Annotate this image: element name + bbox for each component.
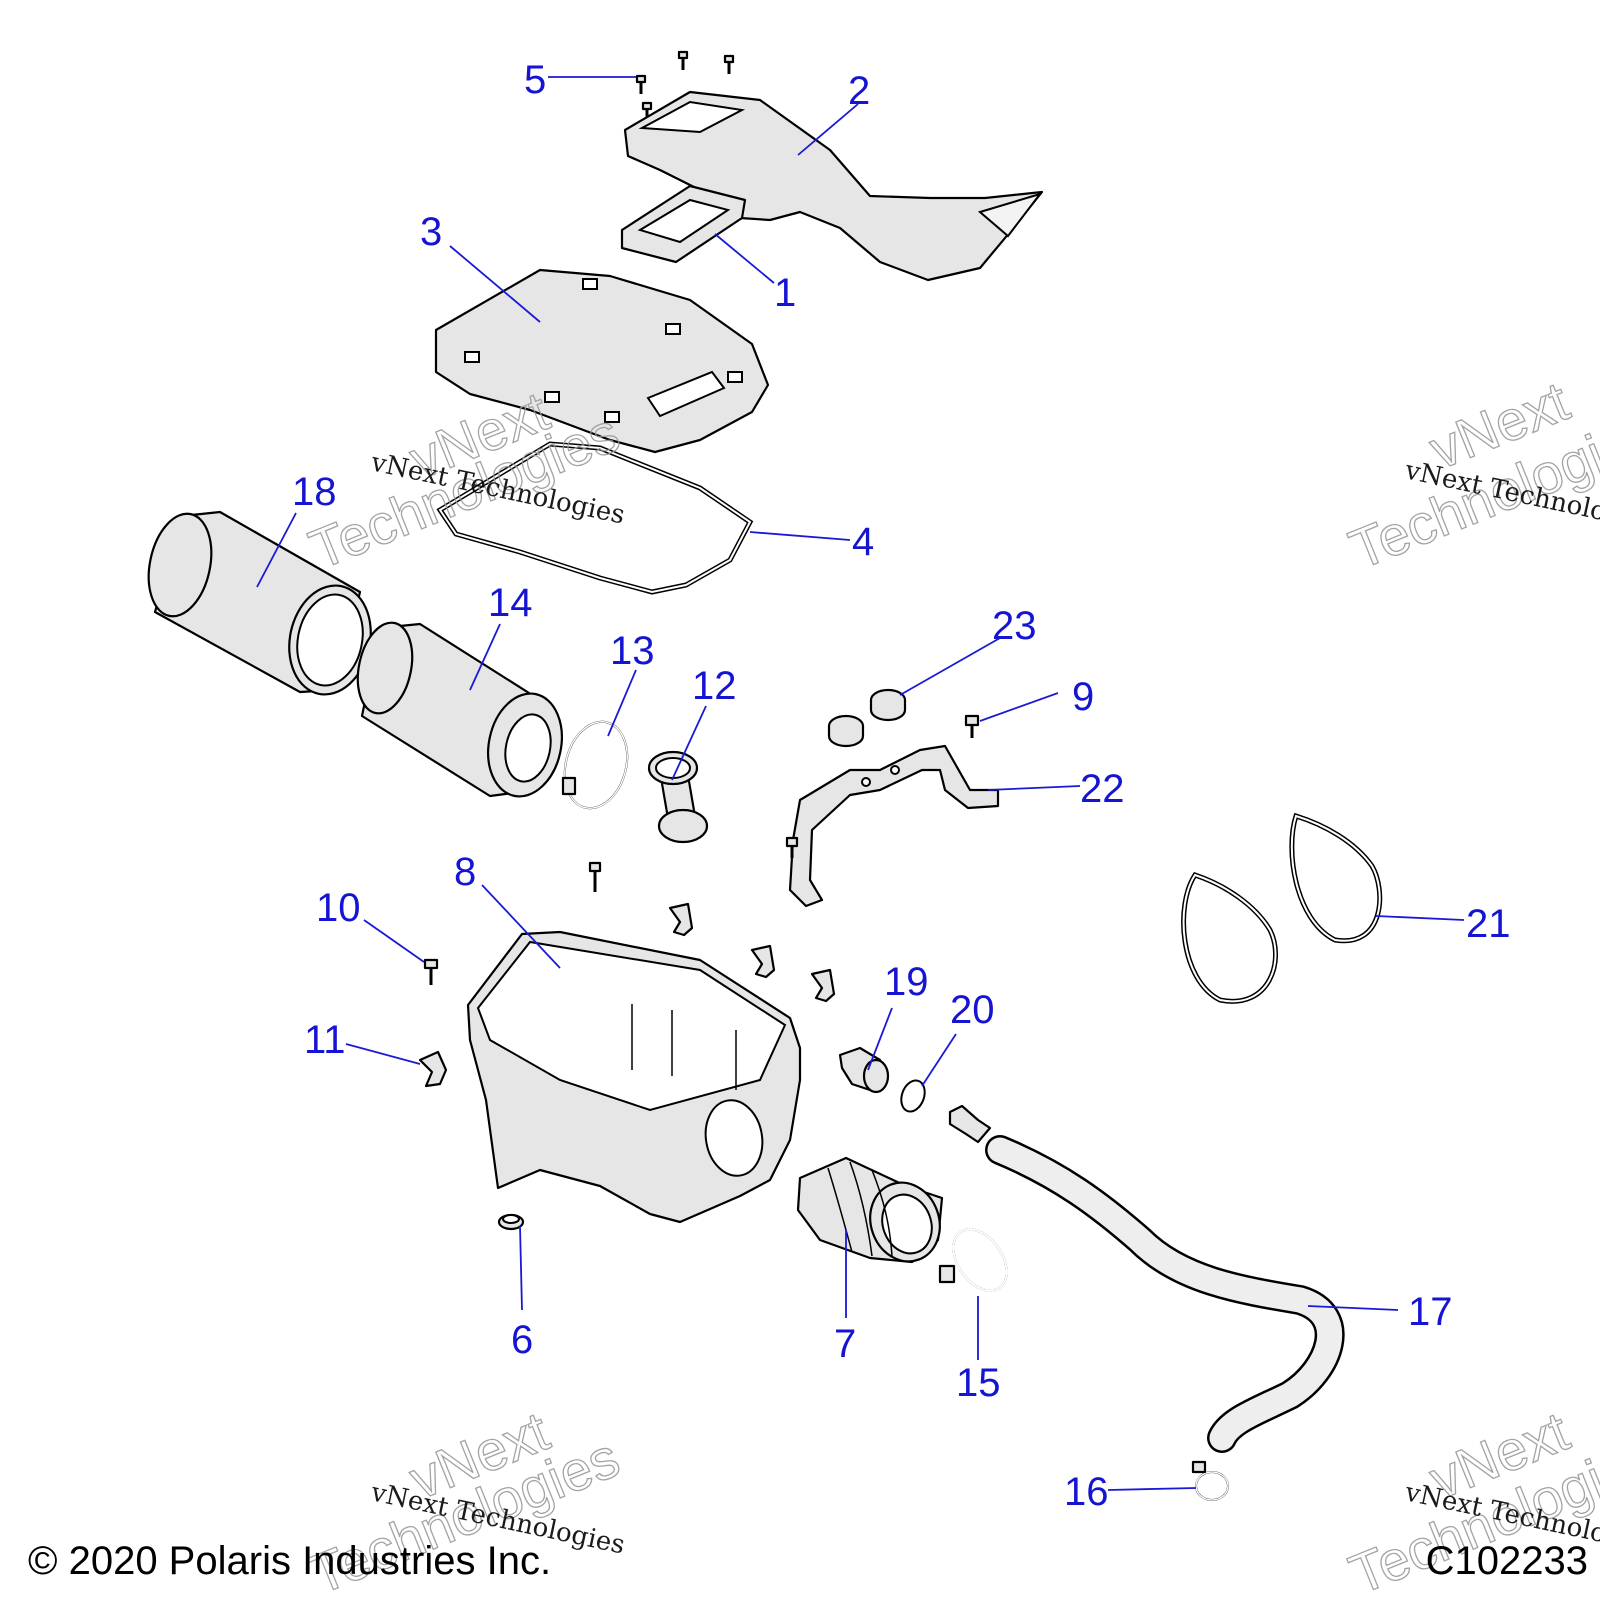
- callout-22: 22: [1080, 767, 1125, 811]
- callout-12: 12: [692, 664, 737, 708]
- part-12-coupler: [647, 750, 709, 844]
- callout-17: 17: [1408, 1290, 1453, 1334]
- part-17-hose: [948, 1104, 1345, 1453]
- callout-18: 18: [292, 470, 337, 514]
- part-8-airbox-base: [466, 930, 802, 1224]
- callout-20: 20: [950, 988, 995, 1032]
- callout-14: 14: [488, 581, 533, 625]
- callout-5: 5: [524, 58, 546, 102]
- part-16-clamp: [1191, 1460, 1229, 1501]
- copyright-text: © 2020 Polaris Industries Inc.: [28, 1539, 551, 1583]
- drawing-number: C102233: [1426, 1539, 1588, 1583]
- callout-2: 2: [848, 69, 870, 113]
- part-10-screw: [423, 958, 439, 985]
- part-13-clamp: [561, 720, 629, 810]
- part-6-grommet: [497, 1213, 525, 1231]
- callout-23: 23: [992, 604, 1037, 648]
- part-23-plugs: [827, 688, 907, 748]
- part-21-gaskets: [1181, 812, 1383, 1004]
- part-18-prefilter: [147, 510, 372, 696]
- part-7-boot: [796, 1156, 944, 1264]
- callout-11: 11: [304, 1018, 346, 1062]
- callout-3: 3: [420, 210, 442, 254]
- part-22-bracket: [785, 744, 1000, 908]
- part-11-clip: [418, 1050, 448, 1088]
- leader-lines: [256, 76, 1465, 1491]
- callout-9: 9: [1072, 675, 1094, 719]
- part-19-fitting: [838, 1046, 890, 1094]
- callout-7: 7: [834, 1322, 856, 1366]
- callout-21: 21: [1466, 902, 1511, 946]
- part-5-screws: [635, 50, 735, 121]
- callout-6: 6: [511, 1318, 533, 1362]
- callout-10: 10: [316, 886, 361, 930]
- callout-8: 8: [454, 850, 476, 894]
- callout-4: 4: [852, 520, 874, 564]
- part-1-gasket-plate: [620, 184, 747, 264]
- watermark-upper-right: vNext Technologies vNext Technologies: [1340, 368, 1600, 582]
- part-3-airbox-cover: [434, 268, 770, 454]
- callout-16: 16: [1064, 1470, 1109, 1514]
- part-14-filter: [356, 621, 563, 798]
- callout-labels: 1 2 3 4 5 6 7 8 9 10 11 12 13 14 15 16 1…: [292, 58, 1511, 1514]
- part-20-small-clamp: [900, 1079, 926, 1113]
- callout-1: 1: [774, 271, 796, 315]
- part-9-bolt: [964, 714, 980, 738]
- part-15-clamp: [938, 1228, 1008, 1292]
- callout-19: 19: [884, 960, 929, 1004]
- screw-near-8: [588, 861, 602, 892]
- callout-13: 13: [610, 629, 655, 673]
- callout-15: 15: [956, 1361, 1001, 1405]
- part-4-seal: [436, 441, 754, 595]
